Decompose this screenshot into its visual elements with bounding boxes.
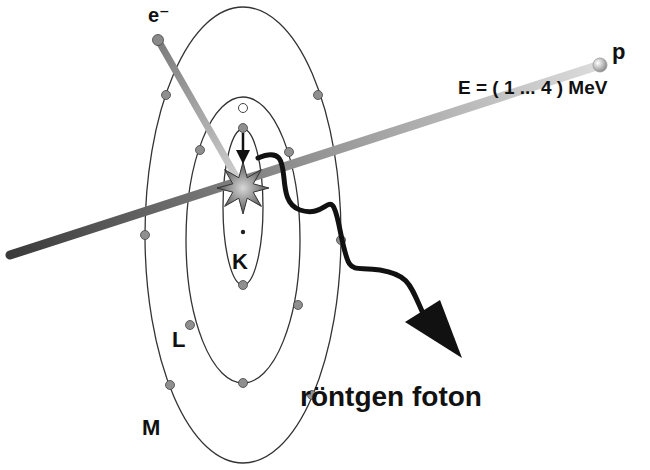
photon-arrowhead xyxy=(405,300,462,358)
electrons xyxy=(141,91,346,400)
transition-arrowhead xyxy=(236,150,250,164)
nucleus xyxy=(241,230,245,234)
photon-label: röntgen foton xyxy=(300,382,482,413)
shell-label: K xyxy=(232,250,248,274)
particle-label: e⁻ xyxy=(148,4,170,26)
electron-beam xyxy=(158,40,238,180)
collision-star xyxy=(217,162,269,214)
energy-label: E = ( 1 ... 4 ) MeV xyxy=(458,78,607,99)
particle-label: p xyxy=(612,40,625,64)
proton xyxy=(593,58,607,72)
vacancy xyxy=(239,104,248,113)
shell-label: L xyxy=(172,328,185,352)
l-shell xyxy=(186,97,300,383)
ejected-electron xyxy=(153,35,164,46)
transition-arrow xyxy=(242,133,245,152)
photon-wave xyxy=(258,155,425,318)
shell-label: M xyxy=(142,416,160,440)
